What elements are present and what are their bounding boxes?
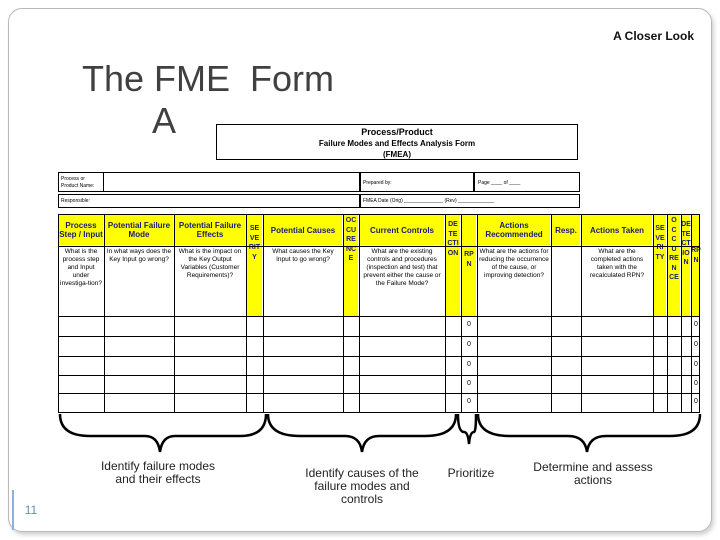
- occurrence-vertical-label: OCCURENCE: [345, 217, 357, 262]
- grid-vline: [461, 214, 462, 412]
- brace-actions: [476, 413, 702, 453]
- grid-hline: [58, 393, 700, 394]
- rpn-vertical-label: RPN: [464, 251, 474, 268]
- grid-vline: [653, 214, 654, 412]
- col-resp: Resp.: [552, 215, 580, 245]
- col-causes: Potential Causes: [264, 215, 342, 245]
- caption-causes: Identify causes of the failure modes and…: [305, 466, 419, 506]
- rpn-2-value: 0: [694, 398, 698, 405]
- rpn-2-value: 0: [694, 341, 698, 348]
- closer-look-label: A Closer Look: [613, 29, 694, 43]
- grid-vline: [58, 214, 59, 412]
- grid-vline: [667, 214, 668, 412]
- desc-process-step: What is the process step and Input under…: [60, 248, 102, 287]
- col-actions-recommended: Actions Recommended: [478, 215, 550, 245]
- grid-hline: [58, 316, 700, 317]
- col-detection: [446, 215, 460, 316]
- caption-actions: Determine and assess actions: [533, 460, 653, 487]
- grid-vline: [477, 214, 478, 412]
- brace-prioritize: [456, 413, 478, 445]
- slide-frame: [8, 8, 712, 532]
- severity-vertical-label: SEVERITY: [248, 225, 261, 261]
- col-failure-effects: Potential Failure Effects: [175, 215, 245, 245]
- grid-vline: [359, 214, 360, 412]
- grid-vline: [699, 214, 700, 412]
- grid-vline: [174, 214, 175, 412]
- grid-vline: [445, 214, 446, 412]
- caption-effects: Identify failure modes and their effects: [100, 459, 216, 486]
- rpn-value: 0: [467, 321, 471, 328]
- grid-vline: [551, 214, 552, 412]
- responsible-label: Responsible:: [61, 198, 90, 204]
- fmea-form-title: Process/Product Failure Modes and Effect…: [216, 124, 578, 160]
- form-title-line3: (FMEA): [383, 150, 411, 159]
- grid-hline: [58, 375, 700, 376]
- grid-hline: [58, 336, 700, 337]
- detection-vertical-label: DETECTION: [447, 221, 459, 257]
- form-title-line2: Failure Modes and Effects Analysis Form: [318, 139, 476, 148]
- grid-vline: [681, 214, 682, 412]
- rpn-value: 0: [467, 380, 471, 387]
- responsible-field[interactable]: Responsible:: [58, 194, 360, 208]
- slide-title-continued: A: [152, 100, 177, 141]
- col-occurrence: [344, 215, 358, 316]
- fmea-date-label: FMEA Date (Orig) ______________ (Rev) __…: [363, 198, 495, 204]
- col-detection-2: [682, 215, 690, 316]
- grid-vline: [581, 214, 582, 412]
- grid-hline: [58, 412, 700, 413]
- rpn-2-value: 0: [694, 361, 698, 368]
- process-name-field[interactable]: Process or Product Name:: [58, 172, 360, 192]
- grid-vline: [246, 214, 247, 412]
- col-occurrence-2: [668, 215, 680, 316]
- brace-causes: [266, 413, 458, 453]
- page-number: 11: [24, 503, 38, 517]
- desc-actions-recommended: What are the actions for reducing the oc…: [479, 248, 549, 279]
- rpn-value: 0: [467, 398, 471, 405]
- grid-hline: [58, 246, 700, 247]
- grid-vline: [343, 214, 344, 412]
- detection-2-vertical-label: DETECTION: [681, 221, 691, 266]
- rpn-2-vertical-label: RPN: [691, 247, 701, 264]
- grid-vline: [263, 214, 264, 412]
- desc-failure-mode: In what ways does the Key Input go wrong…: [106, 248, 172, 263]
- page-number-accent: [12, 490, 14, 530]
- fmea-date-field[interactable]: FMEA Date (Orig) ______________ (Rev) __…: [360, 194, 580, 208]
- desc-actions-taken: What are the completed actions taken wit…: [589, 248, 645, 279]
- page-label: Page ____ of ____: [478, 180, 521, 186]
- col-failure-mode: Potential Failure Mode: [105, 215, 173, 245]
- desc-current-controls: What are the existing controls and proce…: [363, 248, 441, 287]
- grid-hline: [58, 214, 700, 215]
- grid-vline: [691, 214, 692, 412]
- col-severity-2: [654, 215, 666, 316]
- prepared-by-label: Prepared by:: [363, 180, 392, 186]
- slide-title: The FME Form: [82, 58, 335, 99]
- occurrence-2-vertical-label: OCCURENCE: [669, 217, 679, 281]
- col-current-controls: Current Controls: [360, 215, 444, 245]
- page-field[interactable]: Page ____ of ____: [474, 172, 580, 192]
- brace-effects: [58, 413, 268, 453]
- desc-causes: What causes the Key Input to go wrong?: [272, 248, 334, 263]
- col-rpn-2: [692, 215, 700, 316]
- form-title-line1: Process/Product: [361, 127, 433, 137]
- desc-failure-effects: What is the impact on the Key Output Var…: [178, 248, 242, 279]
- rpn-2-value: 0: [694, 380, 698, 387]
- col-actions-taken: Actions Taken: [582, 215, 652, 245]
- grid-vline: [104, 214, 105, 412]
- process-name-label: Process or Product Name:: [61, 176, 95, 189]
- col-rpn: [462, 215, 476, 316]
- fmea-table: Process Step / Input Potential Failure M…: [58, 214, 701, 413]
- prepared-by-field[interactable]: Prepared by:: [360, 172, 474, 192]
- col-severity: [247, 215, 262, 316]
- caption-prioritize: Prioritize: [447, 466, 495, 480]
- col-process-step: Process Step / Input: [59, 215, 103, 245]
- rpn-value: 0: [467, 341, 471, 348]
- severity-2-vertical-label: SEVERITY: [655, 225, 665, 261]
- rpn-2-value: 0: [694, 321, 698, 328]
- grid-hline: [58, 356, 700, 357]
- rpn-value: 0: [467, 361, 471, 368]
